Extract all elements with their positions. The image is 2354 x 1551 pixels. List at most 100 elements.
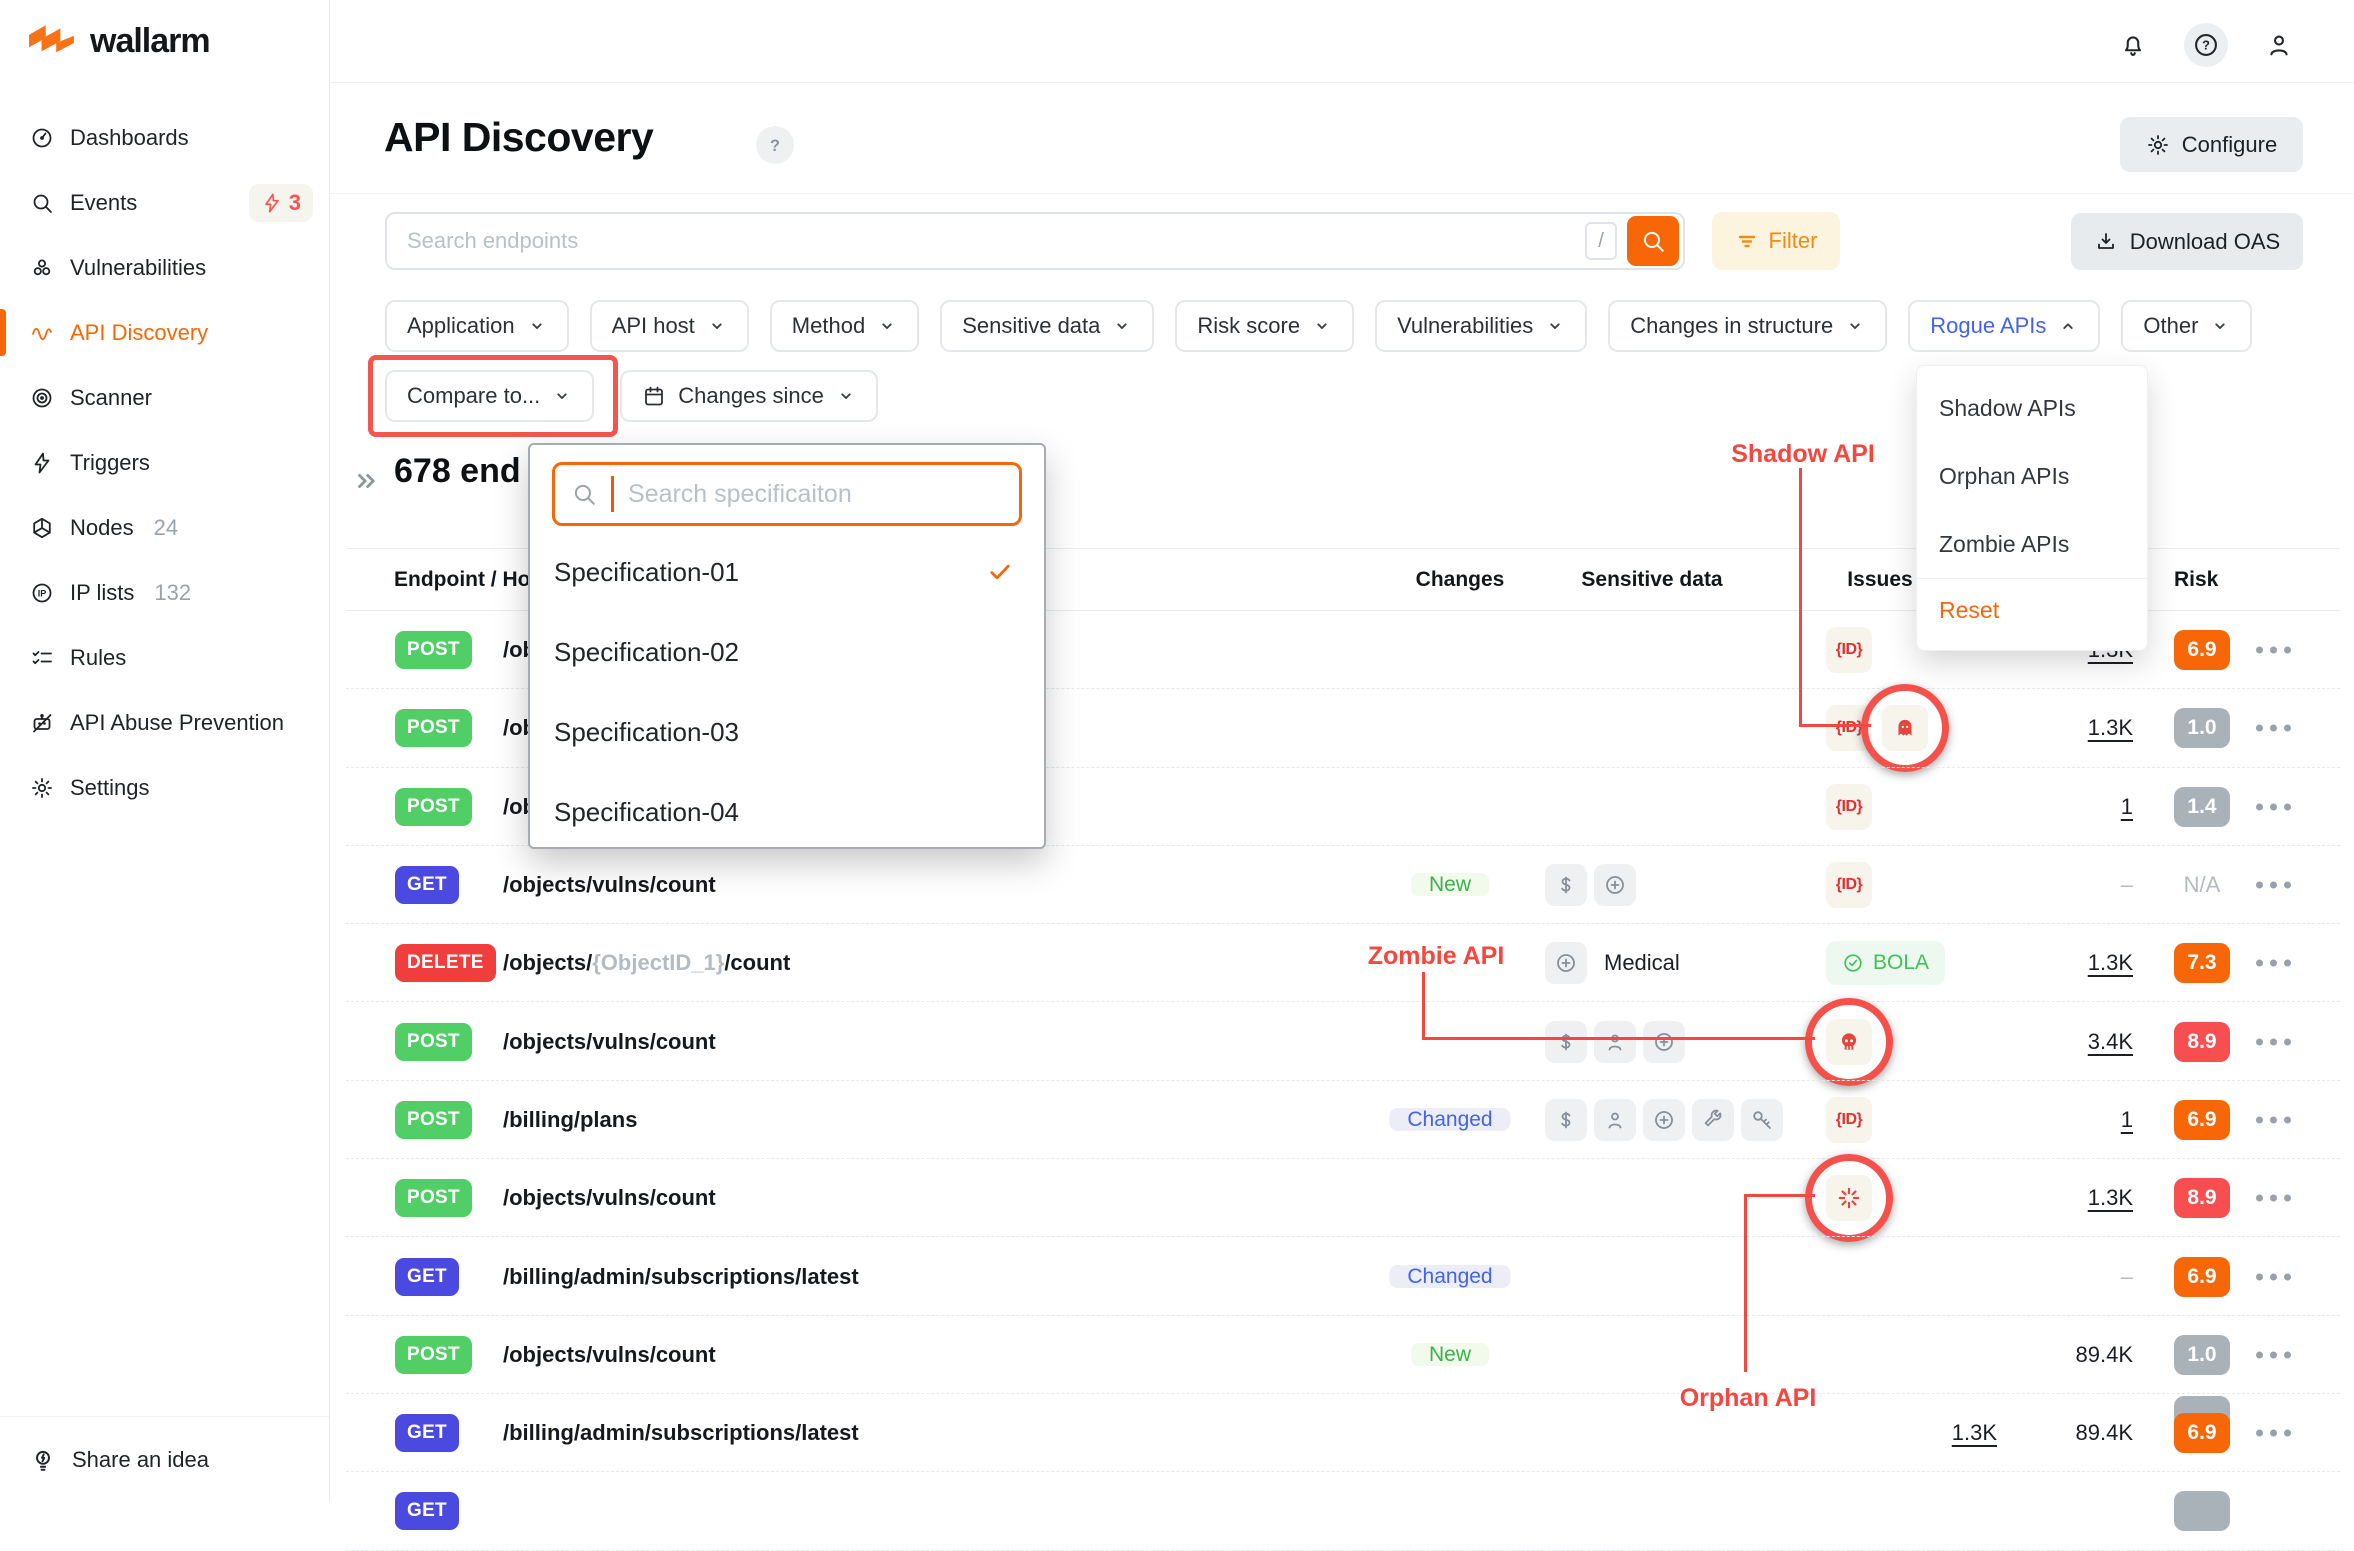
spec-menu-item-specification-01[interactable]: Specification-01 [554, 541, 1020, 603]
filter-chip-sensitive-data[interactable]: Sensitive data [940, 300, 1155, 352]
search-input[interactable] [407, 228, 1585, 254]
endpoint-path[interactable]: /billing/admin/subscriptions/latest [503, 1420, 859, 1446]
notifications-button[interactable] [2111, 23, 2155, 67]
dollar-data-tile[interactable] [1545, 864, 1587, 907]
account-button[interactable] [2257, 23, 2301, 67]
spec-menu-item-specification-03[interactable]: Specification-03 [554, 701, 1020, 763]
search-button[interactable] [1627, 216, 1679, 266]
sidebar-item-api-discovery[interactable]: API Discovery [0, 300, 329, 365]
dot [2256, 1273, 2263, 1281]
configure-button[interactable]: Configure [2120, 117, 2303, 172]
person-data-tile[interactable] [1594, 1020, 1636, 1063]
count-link[interactable]: 1 [2120, 1106, 2133, 1132]
row-menu-button[interactable] [2256, 803, 2291, 811]
sidebar-item-vulnerabilities[interactable]: Vulnerabilities [0, 235, 329, 300]
sidebar-item-scanner[interactable]: Scanner [0, 365, 329, 430]
filter-button[interactable]: Filter [1712, 212, 1840, 270]
id-issue-tile[interactable]: {ID} [1826, 627, 1872, 674]
row-menu-button[interactable] [2256, 959, 2291, 967]
filter-chip-risk-score[interactable]: Risk score [1175, 300, 1355, 352]
filter-chip-other[interactable]: Other [2121, 300, 2253, 352]
page-title-help-button[interactable] [756, 126, 794, 164]
row-menu-button[interactable] [2256, 1273, 2291, 1281]
bola-badge[interactable]: BOLA [1826, 941, 1946, 986]
spec-menu-item-specification-04[interactable]: Specification-04 [554, 781, 1020, 843]
endpoint-path[interactable]: /billing/plans [503, 1107, 637, 1133]
share-an-idea[interactable]: Share an idea [0, 1416, 329, 1502]
person-data-tile[interactable] [1594, 1098, 1636, 1141]
endpoint-path[interactable]: /objects/{ObjectID_1}/count [503, 950, 790, 976]
sidebar-item-settings[interactable]: Settings [0, 755, 329, 820]
dollar-data-tile[interactable] [1545, 1098, 1587, 1141]
id-issue-tile[interactable]: {ID} [1826, 783, 1872, 830]
column-changes[interactable]: Changes [1415, 567, 1505, 591]
row-menu-button[interactable] [2256, 1351, 2291, 1359]
method-badge: GET [395, 866, 459, 905]
spec-menu-item-specification-02[interactable]: Specification-02 [554, 621, 1020, 683]
table-header: Endpoint / Ho Changes Sensitive data Iss… [346, 548, 2340, 611]
burst-icon [1836, 1185, 1862, 1211]
filter-chip-application[interactable]: Application [385, 300, 569, 352]
row-menu-button[interactable] [2256, 881, 2291, 889]
column-endpoint-host[interactable]: Endpoint / Ho [394, 567, 531, 591]
collapse-panel-button[interactable] [352, 466, 382, 496]
wrench-data-tile[interactable] [1692, 1098, 1734, 1141]
row-menu-button[interactable] [2256, 1429, 2291, 1437]
row-menu-button[interactable] [2256, 1194, 2291, 1202]
skull-api-tile[interactable] [1826, 1018, 1872, 1065]
filter-chip-vulnerabilities[interactable]: Vulnerabilities [1375, 300, 1588, 352]
id-issue-tile[interactable]: {ID} [1826, 862, 1872, 909]
medical-data-tile[interactable] [1594, 864, 1636, 907]
filter-chip-api-host[interactable]: API host [589, 300, 749, 352]
count-link[interactable]: 3.4K [2087, 1028, 2133, 1054]
column-risk[interactable]: Risk [2174, 567, 2219, 591]
filter-chip-rogue-apis[interactable]: Rogue APIs [1908, 300, 2101, 352]
filter-chip-method[interactable]: Method [769, 300, 920, 352]
endpoint-path[interactable]: /objects/vulns/count [503, 1029, 716, 1055]
count-link[interactable]: 1.3K [2087, 950, 2133, 976]
rogue-reset-button[interactable]: Reset [1917, 578, 2147, 642]
id-issue-tile[interactable]: {ID} [1826, 1096, 1872, 1143]
medical-data-tile[interactable] [1545, 942, 1587, 985]
count-link[interactable]: 1.3K [2087, 1185, 2133, 1211]
changes-since-chip[interactable]: Changes since [620, 370, 878, 422]
row-menu-button[interactable] [2256, 724, 2291, 732]
compare-to-chip[interactable]: Compare to... [385, 370, 595, 422]
sidebar-item-rules[interactable]: Rules [0, 625, 329, 690]
wallarm-logo[interactable]: wallarm [28, 22, 211, 61]
row-menu-button[interactable] [2256, 1116, 2291, 1124]
row-menu-button[interactable] [2256, 1038, 2291, 1046]
filter-chip-changes-in-structure[interactable]: Changes in structure [1608, 300, 1888, 352]
endpoint-path[interactable]: /objects/vulns/count [503, 1342, 716, 1368]
text-cursor [611, 476, 614, 512]
count-link[interactable]: 1.3K [2087, 715, 2133, 741]
sidebar-item-api-abuse-prevention[interactable]: API Abuse Prevention [0, 690, 329, 755]
key-data-tile[interactable] [1741, 1098, 1783, 1141]
burst-api-tile[interactable] [1826, 1175, 1872, 1222]
endpoint-path[interactable]: /objects/vulns/count [503, 1185, 716, 1211]
endpoint-path[interactable]: /billing/admin/subscriptions/latest [503, 1264, 859, 1290]
rogue-menu-item-zombie-apis[interactable]: Zombie APIs [1939, 530, 2070, 557]
endpoint-path[interactable]: /objects/vulns/count [503, 872, 716, 898]
bulb-icon [30, 1447, 56, 1473]
specification-search-input[interactable] [628, 479, 1003, 509]
download-oas-button[interactable]: Download OAS [2071, 213, 2303, 270]
count-link[interactable]: 1 [2120, 793, 2133, 819]
medical-data-tile[interactable] [1643, 1020, 1685, 1063]
column-sensitive-data[interactable]: Sensitive data [1581, 567, 1723, 591]
rogue-menu-item-orphan-apis[interactable]: Orphan APIs [1939, 462, 2070, 489]
sidebar-item-dashboards[interactable]: Dashboards [0, 105, 329, 170]
sidebar-item-triggers[interactable]: Triggers [0, 430, 329, 495]
column-issues[interactable]: Issues [1847, 567, 1913, 591]
rogue-menu-item-shadow-apis[interactable]: Shadow APIs [1939, 394, 2076, 421]
help-button[interactable] [2184, 23, 2228, 67]
row-menu-button[interactable] [2256, 646, 2291, 654]
dollar-data-tile[interactable] [1545, 1020, 1587, 1063]
ghost-api-tile[interactable] [1882, 705, 1928, 752]
medical-data-tile[interactable] [1643, 1098, 1685, 1141]
hits-link[interactable]: 1.3K [1951, 1420, 1997, 1446]
